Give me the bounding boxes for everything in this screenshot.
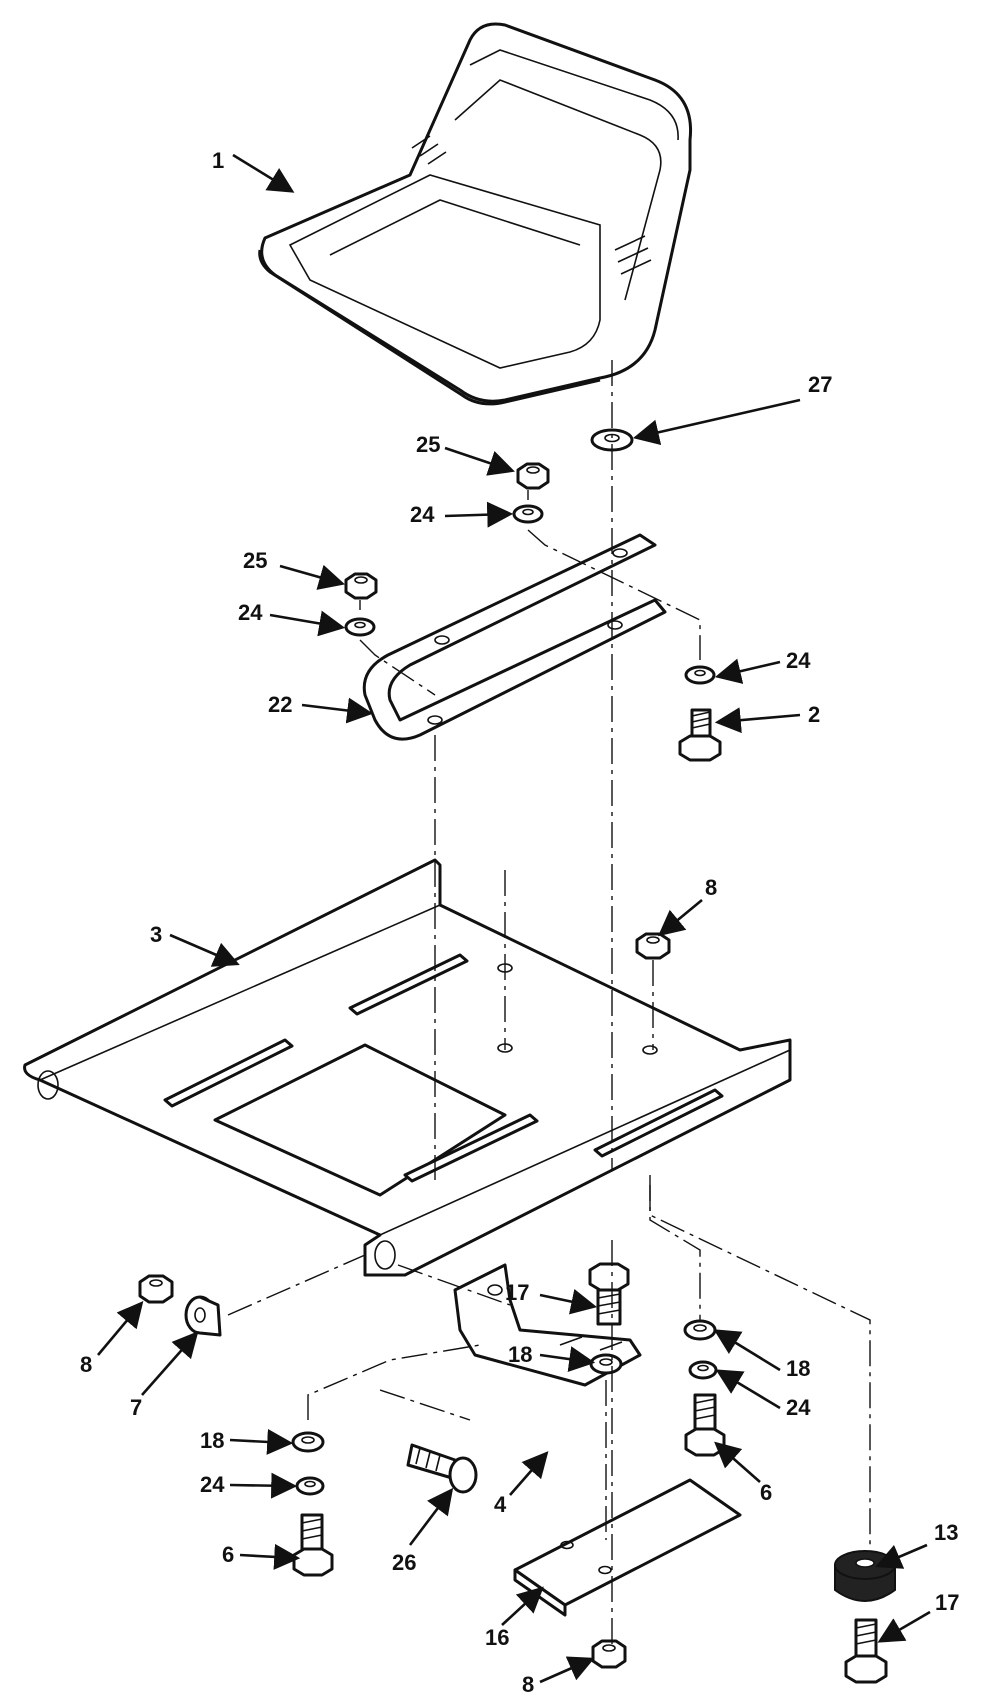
nut-25-upper <box>516 462 550 490</box>
nut-25-left <box>344 572 378 600</box>
plate-16 <box>513 1478 742 1617</box>
callout-24-right: 24 <box>786 648 811 673</box>
nut-8-bottom <box>591 1639 627 1669</box>
alignment-lines <box>227 360 871 1650</box>
callout-16: 16 <box>485 1625 509 1650</box>
bumper-13 <box>834 1550 896 1602</box>
callout-18-center: 18 <box>508 1342 532 1367</box>
washer-18-center <box>589 1353 623 1375</box>
leader-arrows <box>97 153 931 1684</box>
lockwasher-24-left <box>344 617 376 637</box>
callout-4: 4 <box>494 1492 507 1517</box>
callout-2: 2 <box>808 702 820 727</box>
callout-13: 13 <box>934 1520 958 1545</box>
base-plate-3 <box>23 858 792 1277</box>
callout-22: 22 <box>268 692 292 717</box>
bolt-2 <box>678 708 722 762</box>
callout-26: 26 <box>392 1550 416 1575</box>
callout-6-left: 6 <box>222 1542 234 1567</box>
callout-24-lower-left: 24 <box>200 1472 225 1497</box>
callout-17-lower: 17 <box>935 1590 959 1615</box>
callout-24-left: 24 <box>238 600 263 625</box>
washer-18-left <box>291 1431 325 1453</box>
callout-18-left: 18 <box>200 1428 224 1453</box>
seat-part <box>258 22 693 406</box>
callout-labels: 1 27 25 24 25 24 24 22 2 8 3 17 18 18 24… <box>80 148 959 1697</box>
callout-17-upper: 17 <box>505 1280 529 1305</box>
spacer-7 <box>184 1295 222 1337</box>
bolt-26 <box>406 1443 478 1494</box>
lockwasher-24-upper <box>512 504 544 524</box>
callout-25-upper: 25 <box>416 432 440 457</box>
callout-6-right: 6 <box>760 1480 772 1505</box>
bolt-6-left <box>292 1513 334 1577</box>
callout-7: 7 <box>130 1395 142 1420</box>
callout-3: 3 <box>150 922 162 947</box>
callout-8-left: 8 <box>80 1352 92 1377</box>
lockwasher-24-lower-left <box>295 1476 325 1496</box>
washer-18-right <box>683 1319 717 1341</box>
lockwasher-24-right <box>684 665 716 685</box>
callout-18-right: 18 <box>786 1356 810 1381</box>
callout-8-bottom: 8 <box>522 1672 534 1697</box>
bracket-22 <box>362 533 667 741</box>
bolt-17-upper <box>588 1262 630 1326</box>
bolt-17-lower <box>844 1618 888 1684</box>
nut-8-left <box>138 1274 174 1304</box>
lockwasher-24-lower-right <box>688 1360 718 1380</box>
nut-8-plate <box>635 932 671 960</box>
callout-25-left: 25 <box>243 548 267 573</box>
callout-27: 27 <box>808 372 832 397</box>
callout-8-plate: 8 <box>705 875 717 900</box>
callout-24-upper: 24 <box>410 502 435 527</box>
callout-24-lower-right: 24 <box>786 1395 811 1420</box>
callout-1: 1 <box>212 148 224 173</box>
